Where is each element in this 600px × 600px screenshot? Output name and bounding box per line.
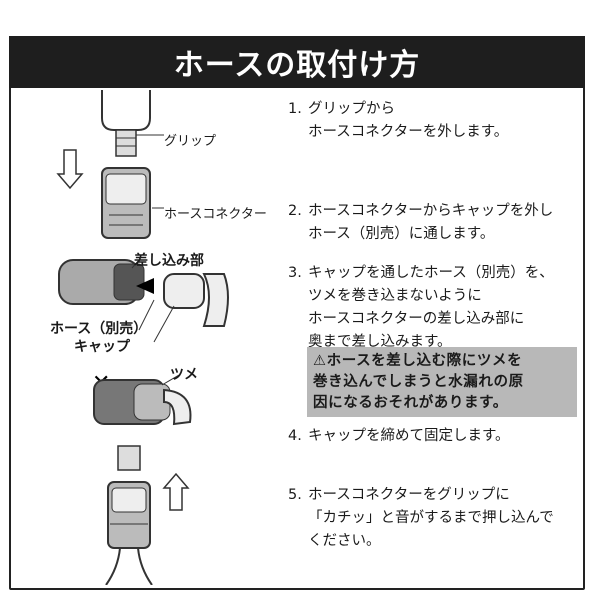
label-hose: ホース（別売） xyxy=(50,321,148,337)
step3-illustration xyxy=(58,259,229,343)
bad-example-illustration: ✕ xyxy=(92,371,192,426)
label-cap: キャップ xyxy=(74,339,130,355)
warning-box: ⚠ホースを差し込む際にツメを 巻き込んでしまうと水漏れの原 因になるおそれがあり… xyxy=(307,347,577,417)
step-4: 4.キャップを締めて固定します。 xyxy=(288,425,510,448)
label-grip: グリップ xyxy=(164,134,217,149)
step-5: 5.ホースコネクターをグリップに 「カチッ」と音がするまで押し込んで ください。 xyxy=(288,484,554,553)
step-number: 5. xyxy=(288,487,302,503)
step-number: 3. xyxy=(288,265,302,281)
arrow-up-icon xyxy=(162,472,190,511)
step-number: 1. xyxy=(288,101,302,117)
label-connector: ホースコネクター xyxy=(164,207,267,222)
illustration-panel: ✕ xyxy=(56,90,229,585)
warning-triangle-icon: ⚠ xyxy=(313,353,327,369)
label-insert: 差し込み部 xyxy=(134,253,204,269)
label-claw: ツメ xyxy=(170,367,198,383)
step-number: 2. xyxy=(288,203,302,219)
step-3: 3.キャップを通したホース（別売）を、 ツメを巻き込まないように ホースコネクタ… xyxy=(288,262,554,354)
step1-illustration xyxy=(56,90,164,239)
step-2: 2.ホースコネクターからキャップを外し ホース（別売）に通します。 xyxy=(288,200,553,246)
arrow-down-icon xyxy=(56,149,84,190)
page-title: ホースの取付け方 xyxy=(173,48,421,83)
title-bar: ホースの取付け方 xyxy=(9,36,585,88)
step-1: 1.グリップから ホースコネクターを外します。 xyxy=(288,98,508,144)
step5-illustration xyxy=(105,445,190,585)
step-number: 4. xyxy=(288,428,302,444)
